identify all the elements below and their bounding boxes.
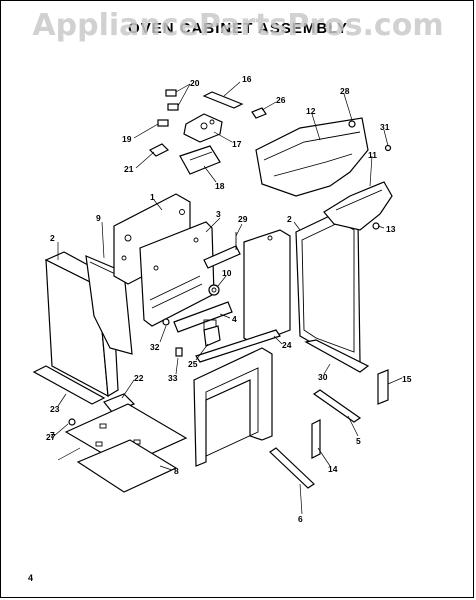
callout-32: 32	[150, 342, 160, 352]
callout-23: 23	[50, 404, 60, 414]
page-number: 4	[28, 573, 34, 583]
callout-19: 19	[122, 134, 132, 144]
part-31-fastener	[384, 144, 392, 152]
part-6-rail	[269, 447, 315, 489]
callout-1: 1	[150, 192, 155, 202]
part-33-clip	[175, 347, 183, 357]
callout-28: 28	[340, 86, 350, 96]
callout-24: 24	[282, 340, 292, 350]
callout-4: 4	[232, 314, 237, 324]
callout-14: 14	[328, 464, 338, 474]
callout-16: 16	[242, 74, 252, 84]
callout-30: 30	[318, 372, 328, 382]
callout-7: 7	[50, 430, 55, 440]
part-29-bracket	[203, 232, 241, 269]
part-12-top-cover	[255, 117, 369, 197]
callout-2-right: 2	[287, 214, 292, 224]
part-32-screw	[162, 318, 170, 326]
part-30-rail	[304, 339, 370, 373]
part-8-bottom-plate	[76, 439, 178, 493]
part-5-rail	[312, 389, 362, 423]
part-door-frame	[193, 347, 273, 467]
part-4-frame-channel	[173, 301, 233, 333]
part-26-block	[251, 107, 267, 119]
callout-13: 13	[386, 224, 396, 234]
part-19-tab	[157, 119, 169, 127]
callout-33: 33	[168, 373, 178, 383]
callout-12: 12	[306, 106, 316, 116]
callout-31: 31	[380, 122, 390, 132]
part-17-valve	[183, 113, 223, 143]
callout-29: 29	[238, 214, 248, 224]
diagram-title: OVEN CABINET ASSEMBLY	[128, 20, 348, 37]
part-24-strip	[195, 329, 281, 363]
callout-18: 18	[215, 181, 225, 191]
part-23-kick-plate	[32, 365, 106, 405]
callout-21: 21	[124, 164, 134, 174]
callout-17: 17	[232, 139, 242, 149]
callout-5: 5	[356, 436, 361, 446]
part-25-bracket	[203, 325, 221, 347]
part-16-rod	[202, 91, 244, 109]
callout-20: 20	[190, 78, 200, 88]
callout-25: 25	[188, 359, 198, 369]
part-20-tabs	[165, 89, 179, 111]
part-door-panel	[243, 229, 291, 345]
part-21-plate	[148, 143, 170, 157]
part-14-bracket	[311, 419, 321, 459]
part-22-bracket	[103, 393, 136, 413]
callout-26: 26	[276, 95, 286, 105]
callout-15: 15	[402, 374, 412, 384]
part-11-front-trim	[323, 181, 393, 231]
leader-lines	[53, 81, 403, 515]
callout-8: 8	[174, 466, 179, 476]
part-15-bracket	[377, 369, 389, 405]
callout-6: 6	[298, 514, 303, 524]
callout-2-left: 2	[50, 233, 55, 243]
callout-11: 11	[368, 150, 377, 160]
callout-3: 3	[216, 209, 221, 219]
callout-22: 22	[134, 373, 144, 383]
part-18-mount-bracket	[179, 145, 221, 175]
callout-9: 9	[96, 213, 101, 223]
part-27-leveler	[68, 418, 76, 426]
part-28-fastener	[348, 120, 356, 128]
callout-27: 27	[46, 432, 56, 442]
callout-10: 10	[222, 268, 232, 278]
part-2-right-side-panel	[295, 211, 361, 363]
part-10-grommet	[208, 284, 220, 296]
